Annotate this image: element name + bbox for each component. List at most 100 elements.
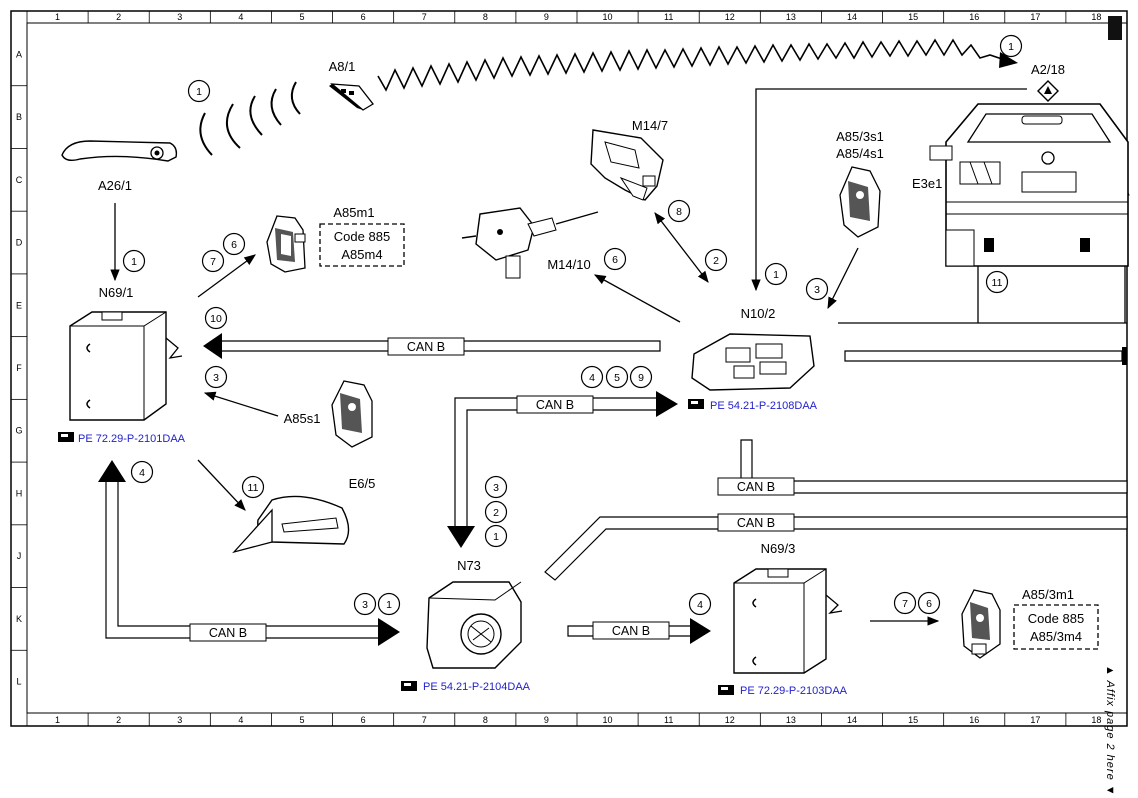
grid-row-label: G <box>15 426 22 436</box>
grid-column-label: 7 <box>422 715 427 725</box>
grid-column-label: 11 <box>664 12 673 22</box>
step-marker: 3 <box>805 277 829 301</box>
step-number: 1 <box>773 269 779 281</box>
grid-column-label: 2 <box>116 12 121 22</box>
step-marker: 3 <box>484 475 508 499</box>
step-number: 9 <box>638 372 644 384</box>
step-marker: 4 <box>688 592 712 616</box>
hand-pointer-icon <box>688 399 704 409</box>
grid-row-label: L <box>16 677 21 687</box>
lock-icon <box>331 380 373 448</box>
step-marker: 1 <box>377 592 401 616</box>
grid-row-label: J <box>17 551 22 561</box>
step-number: 3 <box>362 599 368 611</box>
grid-column-label: 17 <box>1030 715 1040 725</box>
radio-signal-zigzag <box>377 38 1006 92</box>
grid-column-label: 7 <box>422 12 427 22</box>
control-unit-icon <box>691 333 815 391</box>
step-number: 1 <box>196 86 202 98</box>
grid-column-label: 8 <box>483 12 488 22</box>
label-a85-3s1: A85/3s1 <box>836 129 884 144</box>
grid-column-label: 5 <box>299 715 304 725</box>
step-marker: 9 <box>629 365 653 389</box>
step-marker: 4 <box>130 460 154 484</box>
step-number: 1 <box>131 256 137 268</box>
label-a85m4: A85m4 <box>341 247 382 262</box>
grid-row-label: K <box>16 614 22 624</box>
grid-column-label: 18 <box>1091 12 1101 22</box>
grid-column-label: 9 <box>544 12 549 22</box>
label-a8-1: A8/1 <box>329 59 356 74</box>
actuator-icon <box>461 207 599 279</box>
grid-column-label: 4 <box>238 715 243 725</box>
grid-column-label: 9 <box>544 715 549 725</box>
label-n69-1: N69/1 <box>99 285 134 300</box>
grid-column-label: 12 <box>725 715 735 725</box>
step-number: 4 <box>589 372 595 384</box>
grid-column-label: 18 <box>1091 715 1101 725</box>
bus-arrowheads <box>98 333 1127 646</box>
hand-pointer-icon <box>58 432 74 442</box>
frame-outer <box>10 10 1128 727</box>
label-a85-3m1: A85/3m1 <box>1022 587 1074 602</box>
step-number: 1 <box>1008 41 1014 53</box>
step-number: 3 <box>814 284 820 296</box>
mirror-icon <box>232 495 350 554</box>
step-marker: 7 <box>893 591 917 615</box>
step-number: 1 <box>493 531 499 543</box>
grid-column-label: 6 <box>361 12 366 22</box>
component-labels: A8/1 A2/18 M14/7 A85/3s1 A85/4s1 E3e1 A2… <box>98 59 1084 644</box>
label-a85m1: A85m1 <box>333 205 374 220</box>
label-a26-1: A26/1 <box>98 178 132 193</box>
can-b-label: CAN B <box>737 516 775 530</box>
label-e3e1: E3e1 <box>912 176 942 191</box>
grid-row-label: E <box>16 300 22 310</box>
step-marker: 8 <box>667 199 691 223</box>
step-number: 2 <box>713 255 719 267</box>
grid-column-label: 1 <box>55 715 60 725</box>
label-n73: N73 <box>457 558 481 573</box>
ignition-lock-icon <box>426 581 522 669</box>
step-marker: 1 <box>999 34 1023 58</box>
grid-column-label: 2 <box>116 715 121 725</box>
ref-n73-link[interactable]: PE 54.21-P-2104DAA <box>423 681 531 693</box>
ref-n69-3-link[interactable]: PE 72.29-P-2103DAA <box>740 685 848 697</box>
step-marker: 11 <box>241 475 265 499</box>
grid-column-label: 10 <box>603 12 613 22</box>
label-code-885: Code 885 <box>334 229 390 244</box>
grid-column-label: 15 <box>908 715 918 725</box>
lock-icon <box>590 129 664 201</box>
step-marker: 1 <box>484 524 508 548</box>
can-b-label: CAN B <box>737 480 775 494</box>
grid-column-label: 14 <box>847 715 857 725</box>
hand-pointer-icon <box>401 681 417 691</box>
label-n69-3: N69/3 <box>761 541 796 556</box>
step-number: 4 <box>139 467 145 479</box>
label-a85-3m4: A85/3m4 <box>1030 629 1082 644</box>
grid-column-label: 3 <box>177 715 182 725</box>
code-option-box <box>319 223 405 267</box>
ref-n69-1-link[interactable]: PE 72.29-P-2101DAA <box>78 433 186 445</box>
grid-row-label: A <box>16 49 22 59</box>
step-number: 1 <box>386 599 392 611</box>
can-b-labels: CAN B CAN B CAN B CAN B CAN B CAN B <box>189 337 795 642</box>
grid-column-label: 16 <box>969 715 979 725</box>
grid-column-label: 11 <box>664 715 673 725</box>
can-b-label: CAN B <box>209 626 247 640</box>
grid-column-label: 17 <box>1030 12 1040 22</box>
label-n10-2: N10/2 <box>741 306 776 321</box>
step-number: 7 <box>902 598 908 610</box>
label-m14-10: M14/10 <box>547 257 590 272</box>
step-number: 6 <box>926 598 932 610</box>
step-marker: 5 <box>605 365 629 389</box>
step-marker: 1 <box>122 249 146 273</box>
ref-n10-2-link[interactable]: PE 54.21-P-2108DAA <box>710 400 818 412</box>
step-marker: 1 <box>187 79 211 103</box>
door-handle-icon <box>61 140 178 162</box>
step-marker: 4 <box>580 365 604 389</box>
hand-pointer-icon <box>718 685 734 695</box>
grid-column-label: 3 <box>177 12 182 22</box>
grid-column-label: 10 <box>603 715 613 725</box>
